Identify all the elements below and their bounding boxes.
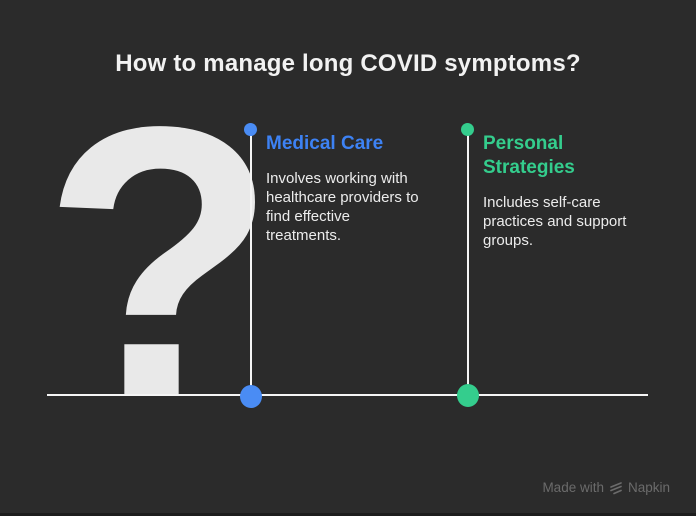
brand-name: Napkin bbox=[627, 480, 670, 495]
personal-strategies-top-dot bbox=[461, 123, 474, 136]
baseline-axis bbox=[47, 394, 648, 396]
personal-strategies-heading: Personal Strategies bbox=[483, 133, 575, 178]
page-title: How to manage long COVID symptoms? bbox=[115, 50, 581, 77]
medical-care-baseline-dot bbox=[240, 385, 262, 408]
connector-line-personal-strategies bbox=[467, 130, 469, 396]
column-medical-care: Medical Care Involves working with healt… bbox=[266, 132, 441, 245]
medical-care-top-dot bbox=[244, 123, 257, 136]
personal-strategies-baseline-dot bbox=[457, 384, 479, 407]
column-personal-strategies: Personal Strategies Includes self-care p… bbox=[483, 132, 658, 250]
personal-strategies-description: Includes self-care practices and support… bbox=[483, 194, 627, 249]
watermark: Made with Napkin bbox=[542, 480, 670, 495]
question-mark-graphic: ? bbox=[42, 46, 277, 477]
napkin-chevrons-icon bbox=[609, 481, 623, 495]
medical-care-heading: Medical Care bbox=[266, 133, 384, 154]
made-with-label: Made with bbox=[542, 480, 604, 495]
question-mark-glyph: ? bbox=[42, 46, 277, 477]
medical-care-description: Involves working with healthcare provide… bbox=[266, 170, 419, 244]
connector-line-medical-care bbox=[250, 130, 252, 396]
